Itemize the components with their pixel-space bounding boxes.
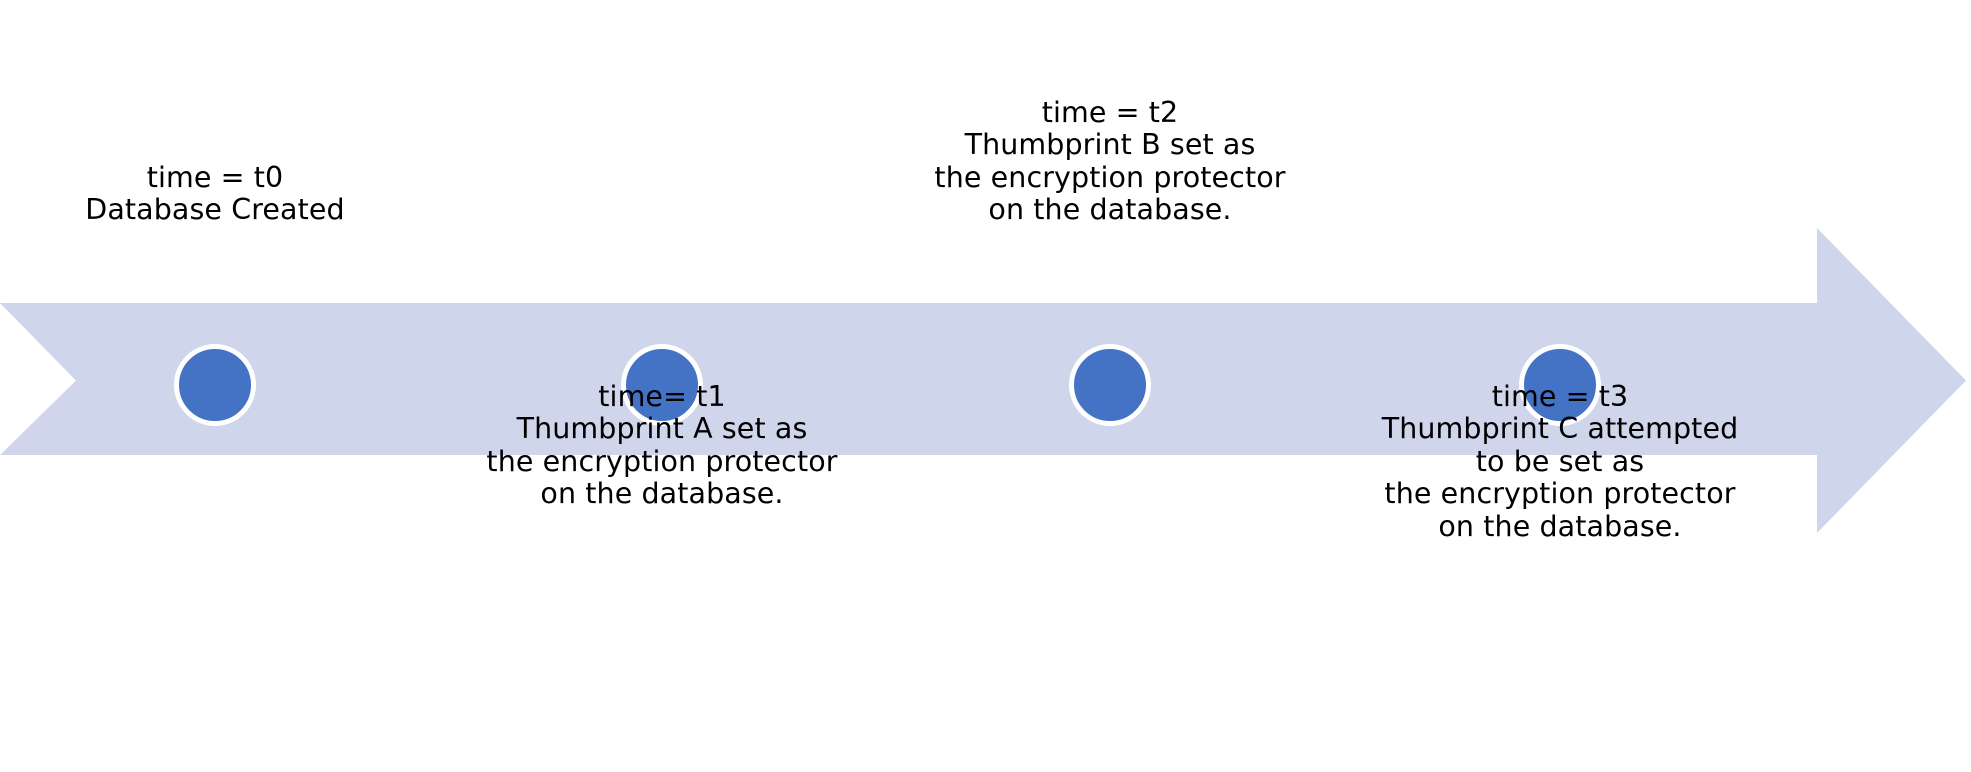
event-label-t2-line-3: on the database. (988, 193, 1232, 227)
event-label-t0-line-0: time = t0 (146, 161, 284, 194)
event-label-t3: time = t3 Thumbprint C attempted to be s… (1381, 380, 1739, 543)
event-label-t3-line-2: to be set as (1475, 444, 1645, 478)
timeline-marker-t3[interactable] (1519, 344, 1601, 426)
event-label-t1-line-0: time= t1 (598, 380, 726, 413)
timeline-marker-t0[interactable] (174, 344, 256, 426)
event-label-t2: time = t2 Thumbprint B set as the encryp… (934, 96, 1286, 227)
event-label-t3-line-4: on the database. (1438, 509, 1682, 543)
event-label-t1-line-2: the encryption protector (486, 444, 838, 478)
event-label-t3-line-3: the encryption protector (1384, 477, 1736, 511)
timeline-marker-t1[interactable] (621, 344, 703, 426)
event-label-t3-line-1: Thumbprint C attempted (1381, 412, 1739, 446)
arrow-shape (0, 228, 1966, 533)
event-label-t1-line-3: on the database. (540, 477, 784, 511)
event-label-t2-line-0: time = t2 (1041, 96, 1179, 129)
event-label-t1: time= t1 Thumbprint A set as the encrypt… (486, 380, 838, 511)
event-label-t3-line-0: time = t3 (1491, 380, 1629, 413)
event-label-t0-line-1: Database Created (85, 193, 345, 227)
event-label-t0: time = t0 Database Created (85, 161, 345, 227)
event-label-t2-line-2: the encryption protector (934, 160, 1286, 194)
event-label-t1-line-1: Thumbprint A set as (516, 412, 808, 446)
timeline-marker-t2[interactable] (1069, 344, 1151, 426)
event-label-t2-line-1: Thumbprint B set as (964, 128, 1256, 162)
